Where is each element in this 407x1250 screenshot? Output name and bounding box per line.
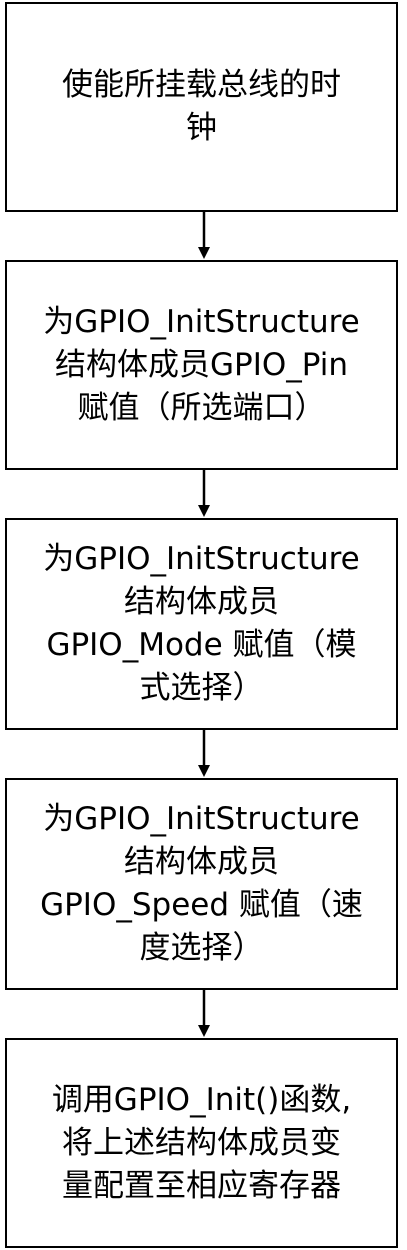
step-3-line-3: GPIO_Mode 赋值（模	[46, 627, 357, 663]
step-2-line-1: 为GPIO_InitStructure	[43, 303, 360, 340]
step-1-line-1: 使能所挂载总线的时	[62, 67, 341, 103]
step-4-gpio-speed-box: 为GPIO_InitStructure 结构体成员 GPIO_Speed 赋值（…	[5, 778, 398, 990]
step-5-line-2: 将上述结构体成员变	[62, 1124, 341, 1161]
arrow-1-to-2	[198, 212, 210, 259]
step-5-line-3: 量配置至相应寄存器	[62, 1167, 341, 1204]
step-1-line-2: 钟	[186, 110, 217, 146]
step-4-line-4: 度选择）	[139, 930, 264, 966]
arrow-2-to-3	[198, 470, 210, 517]
step-3-line-1: 为GPIO_InitStructure	[43, 541, 360, 577]
step-3-line-4: 式选择）	[139, 670, 264, 706]
step-2-gpio-pin-box: 为GPIO_InitStructure 结构体成员GPIO_Pin 赋值（所选端…	[5, 260, 398, 470]
step-1-enable-bus-clock-box: 使能所挂载总线的时 钟	[5, 2, 398, 212]
step-4-line-3: GPIO_Speed 赋值（速	[40, 887, 363, 923]
arrow-3-to-4	[198, 730, 210, 777]
step-5-gpio-init-box: 调用GPIO_Init()函数, 将上述结构体成员变 量配置至相应寄存器	[5, 1038, 398, 1248]
step-3-gpio-mode-box: 为GPIO_InitStructure 结构体成员 GPIO_Mode 赋值（模…	[5, 518, 398, 730]
step-2-line-3: 赋值（所选端口）	[77, 389, 326, 426]
step-5-line-1: 调用GPIO_Init()函数,	[51, 1081, 352, 1118]
step-2-line-2: 结构体成员GPIO_Pin	[54, 346, 349, 383]
step-4-line-1: 为GPIO_InitStructure	[43, 801, 360, 837]
step-3-line-2: 结构体成员	[124, 584, 279, 620]
arrow-4-to-5	[198, 990, 210, 1037]
step-4-line-2: 结构体成员	[124, 844, 279, 880]
